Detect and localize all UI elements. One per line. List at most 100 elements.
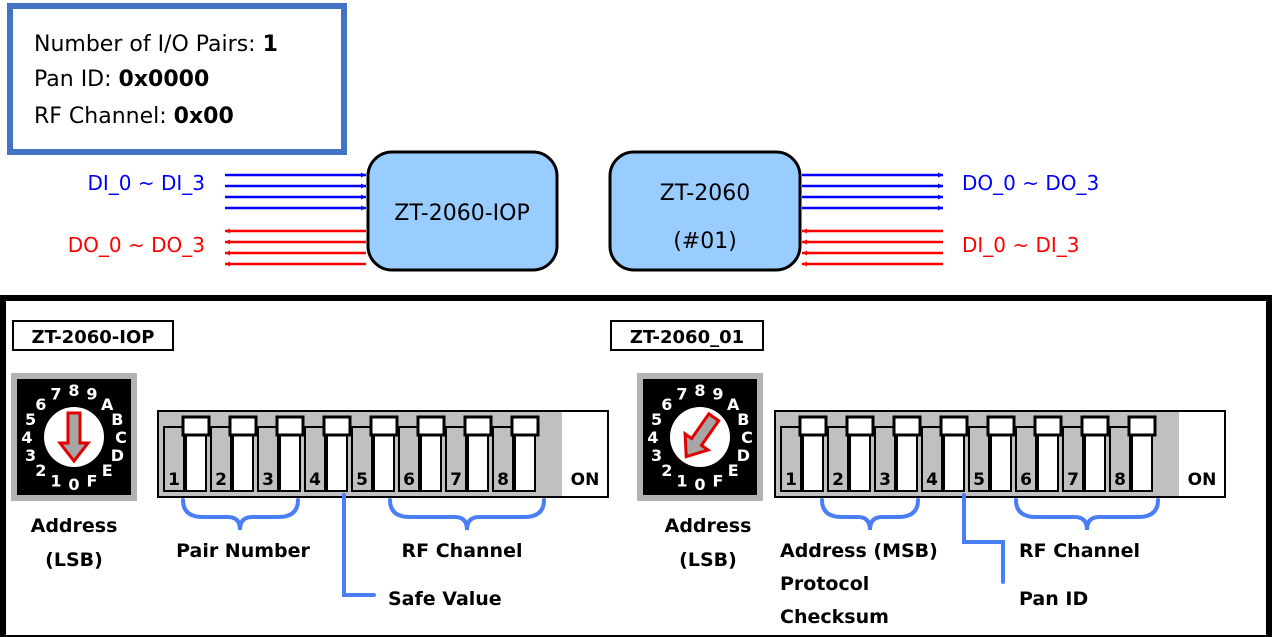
dip-toggle-1	[798, 415, 828, 437]
dip-number-3: 3	[262, 470, 274, 490]
left-brackets	[181, 493, 546, 597]
iop-do-label: DO_0 ~ DO_3	[68, 233, 205, 257]
rotary-digit: B	[737, 410, 749, 429]
dip-switch-5[interactable]: 5	[968, 415, 1016, 492]
dip-on-label: ON	[571, 470, 600, 490]
pair-number-label: Pair Number	[176, 540, 310, 562]
dip-number-6: 6	[403, 470, 415, 490]
rotary-digit: 6	[35, 395, 46, 414]
dip-toggle-6	[1033, 415, 1063, 437]
dip-on-area	[1179, 412, 1224, 496]
rotary-digit: 8	[694, 381, 705, 400]
right-brackets	[820, 493, 1160, 584]
dip-switch-left[interactable]: 1 2 3 4 5 6 7 8 ON	[157, 410, 609, 498]
slave-di-label: DI_0 ~ DI_3	[962, 233, 1080, 257]
dip-number-2: 2	[215, 470, 227, 490]
dip-number-8: 8	[497, 470, 509, 490]
dip-switch-5[interactable]: 5	[351, 415, 399, 492]
dip-on-label: ON	[1188, 470, 1217, 490]
dip-switch-1[interactable]: 1	[780, 415, 828, 492]
dip-number-1: 1	[785, 470, 797, 490]
right-rf-channel-label: RF Channel	[1019, 540, 1140, 562]
dip-number-2: 2	[832, 470, 844, 490]
rotary-digit: E	[102, 461, 113, 480]
dip-toggle-4	[322, 415, 352, 437]
dip-switch-1[interactable]: 1	[163, 415, 211, 492]
rotary-digit: F	[87, 471, 98, 490]
rotary-digit: 9	[712, 385, 723, 404]
rotary-digit: 5	[651, 410, 662, 429]
protocol-label: Protocol	[780, 573, 869, 595]
iop-module-label: ZT-2060-IOP	[394, 201, 529, 226]
dip-number-1: 1	[168, 470, 180, 490]
rotary-digit: D	[111, 446, 124, 465]
rotary-digit: D	[737, 446, 750, 465]
dip-toggle-7	[1080, 415, 1110, 437]
dip-number-6: 6	[1020, 470, 1032, 490]
dip-toggle-8	[1127, 415, 1157, 437]
dip-on-area	[562, 412, 607, 496]
dip-switch-8[interactable]: 8	[1109, 415, 1157, 492]
dip-toggle-1	[181, 415, 211, 437]
dip-number-7: 7	[1067, 470, 1079, 490]
dip-switch-6[interactable]: 6	[398, 415, 446, 492]
rotary-digit: 7	[676, 385, 687, 404]
dip-toggle-5	[986, 415, 1016, 437]
dip-toggle-7	[463, 415, 493, 437]
dip-number-5: 5	[356, 470, 368, 490]
svg-text:ZT-2060-IOP: ZT-2060-IOP	[32, 327, 155, 348]
iop-di-label: DI_0 ~ DI_3	[87, 171, 205, 195]
rotary-digit: 0	[68, 475, 79, 494]
dip-number-5: 5	[973, 470, 985, 490]
dip-number-4: 4	[926, 470, 938, 490]
rotary-digit: B	[111, 410, 123, 429]
dip-switch-7[interactable]: 7	[445, 415, 493, 492]
safe-value-label: Safe Value	[388, 588, 502, 610]
right-address-label: Address	[665, 515, 752, 537]
dip-switch-2[interactable]: 2	[210, 415, 258, 492]
dip-number-7: 7	[450, 470, 462, 490]
dip-switch-2[interactable]: 2	[827, 415, 875, 492]
rotary-digit: 2	[35, 461, 46, 480]
checksum-label: Checksum	[780, 606, 889, 628]
dip-toggle-3	[275, 415, 305, 437]
dip-switch-3[interactable]: 3	[257, 415, 305, 492]
iop-module: ZT-2060-IOP	[366, 150, 559, 272]
rotary-digit: A	[727, 395, 740, 414]
rotary-digit: 3	[25, 446, 36, 465]
rotary-digit: F	[713, 471, 724, 490]
pan-id-label: Pan ID	[1019, 588, 1088, 610]
dip-toggle-2	[845, 415, 875, 437]
dip-toggle-2	[228, 415, 258, 437]
address-msb-label: Address (MSB)	[780, 540, 938, 562]
rotary-digit: C	[741, 428, 753, 447]
info-pairs-line: Number of I/O Pairs: 1	[34, 32, 278, 57]
dip-switch-8[interactable]: 8	[492, 415, 540, 492]
rotary-digit: 1	[676, 471, 687, 490]
dip-switch-4[interactable]: 4	[304, 415, 352, 492]
dip-toggle-4	[939, 415, 969, 437]
info-rfchannel-line: RF Channel: 0x00	[34, 104, 234, 129]
rotary-digit: 6	[661, 395, 672, 414]
dip-switch-7[interactable]: 7	[1062, 415, 1110, 492]
slave-module-label: ZT-2060	[660, 181, 750, 206]
right-title: ZT-2060_01	[610, 320, 764, 351]
left-rf-channel-label: RF Channel	[402, 540, 523, 562]
dip-toggle-6	[416, 415, 446, 437]
dip-number-3: 3	[879, 470, 891, 490]
info-panid-line: Pan ID: 0x0000	[34, 67, 209, 92]
dip-switch-6[interactable]: 6	[1015, 415, 1063, 492]
left-title: ZT-2060-IOP	[12, 320, 174, 351]
dip-switch-4[interactable]: 4	[921, 415, 969, 492]
rotary-digit: 4	[21, 428, 32, 447]
dip-number-4: 4	[309, 470, 321, 490]
rotary-digit: 8	[68, 381, 79, 400]
dip-switch-3[interactable]: 3	[874, 415, 922, 492]
rotary-digit: 9	[86, 385, 97, 404]
slave-module-id: (#01)	[673, 229, 737, 254]
left-address-label: Address	[31, 515, 118, 537]
dip-toggle-5	[369, 415, 399, 437]
